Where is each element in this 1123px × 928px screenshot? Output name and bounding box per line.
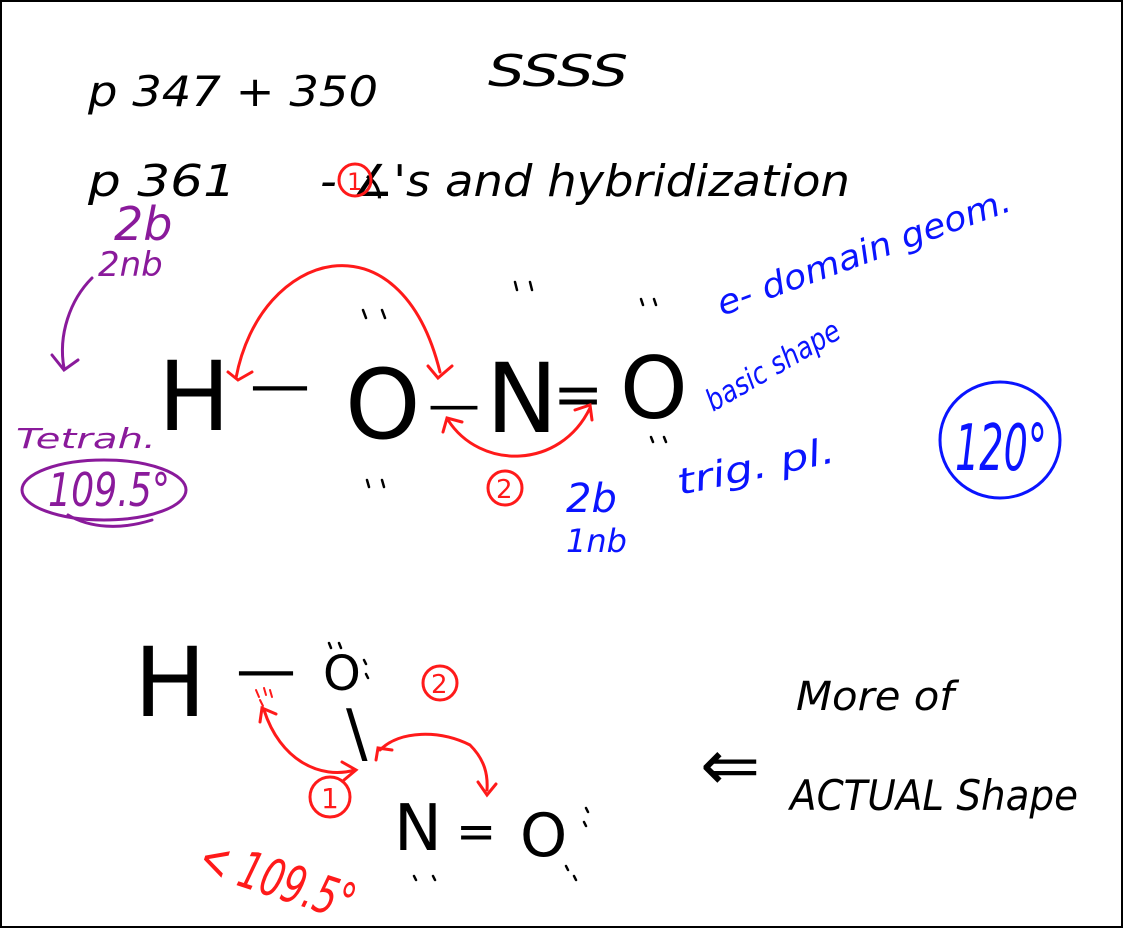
- red-circle-4: [421, 664, 459, 702]
- caption-line-1: More of: [796, 674, 960, 720]
- note-topic: - ∡'s and hybridization: [320, 156, 850, 207]
- atom-n: N: [486, 343, 558, 455]
- bond-n-o: =: [553, 360, 603, 430]
- note-page-361: p 361: [87, 156, 236, 207]
- note-tag: SSSS: [488, 46, 628, 97]
- atom-o-2: O: [323, 646, 361, 702]
- red-circle-2: [486, 469, 524, 507]
- red-circle-1: [337, 162, 373, 198]
- bond-h-o: —: [250, 350, 310, 420]
- double-left-arrow-icon: ⇐: [700, 723, 760, 807]
- atom-o-terminal-2: O: [520, 801, 567, 871]
- bond-o-n: —: [428, 375, 480, 435]
- purple-angle: 109.5°: [48, 463, 170, 517]
- molecule-2: H — O \ N = O: [134, 627, 590, 882]
- blue-angle: 120°: [955, 412, 1047, 486]
- red-dots: [255, 687, 273, 707]
- atom-h-2: H: [134, 627, 206, 739]
- blue-domains-nonbonding: 1nb: [566, 522, 627, 560]
- blue-angle-ellipse: [938, 380, 1062, 500]
- purple-domains-nonbonding: 2nb: [98, 245, 163, 285]
- bond-o-n-2: \: [346, 697, 368, 771]
- purple-angle-ellipse: [20, 458, 188, 522]
- bond-n-o-2: =: [456, 804, 496, 860]
- lone-pairs: [361, 280, 668, 489]
- purple-domains-bonding: 2b: [114, 197, 172, 251]
- lone-pairs-2: [327, 641, 590, 882]
- red-circle-3: [308, 775, 352, 819]
- note-pages: p 347 + 350: [87, 67, 378, 116]
- red-label-1: 1: [347, 168, 362, 196]
- molecule-1: H — O — N = O: [158, 280, 688, 489]
- red-arrows-2: [258, 664, 498, 819]
- atom-n-2: N: [394, 792, 442, 866]
- red-label-2: 2: [496, 475, 513, 505]
- blue-domains-bonding: 2b: [566, 476, 617, 522]
- purple-shape: Tetrah.: [16, 422, 156, 455]
- purple-annotations: [20, 276, 188, 528]
- red-label-1-b: 1: [321, 782, 339, 815]
- atom-o: O: [345, 349, 421, 461]
- red-arrows-1: [226, 162, 594, 507]
- atom-o-terminal: O: [620, 339, 688, 439]
- red-label-2-b: 2: [431, 670, 448, 700]
- caption-line-2: ACTUAL Shape: [787, 771, 1078, 820]
- atom-h: H: [158, 341, 230, 453]
